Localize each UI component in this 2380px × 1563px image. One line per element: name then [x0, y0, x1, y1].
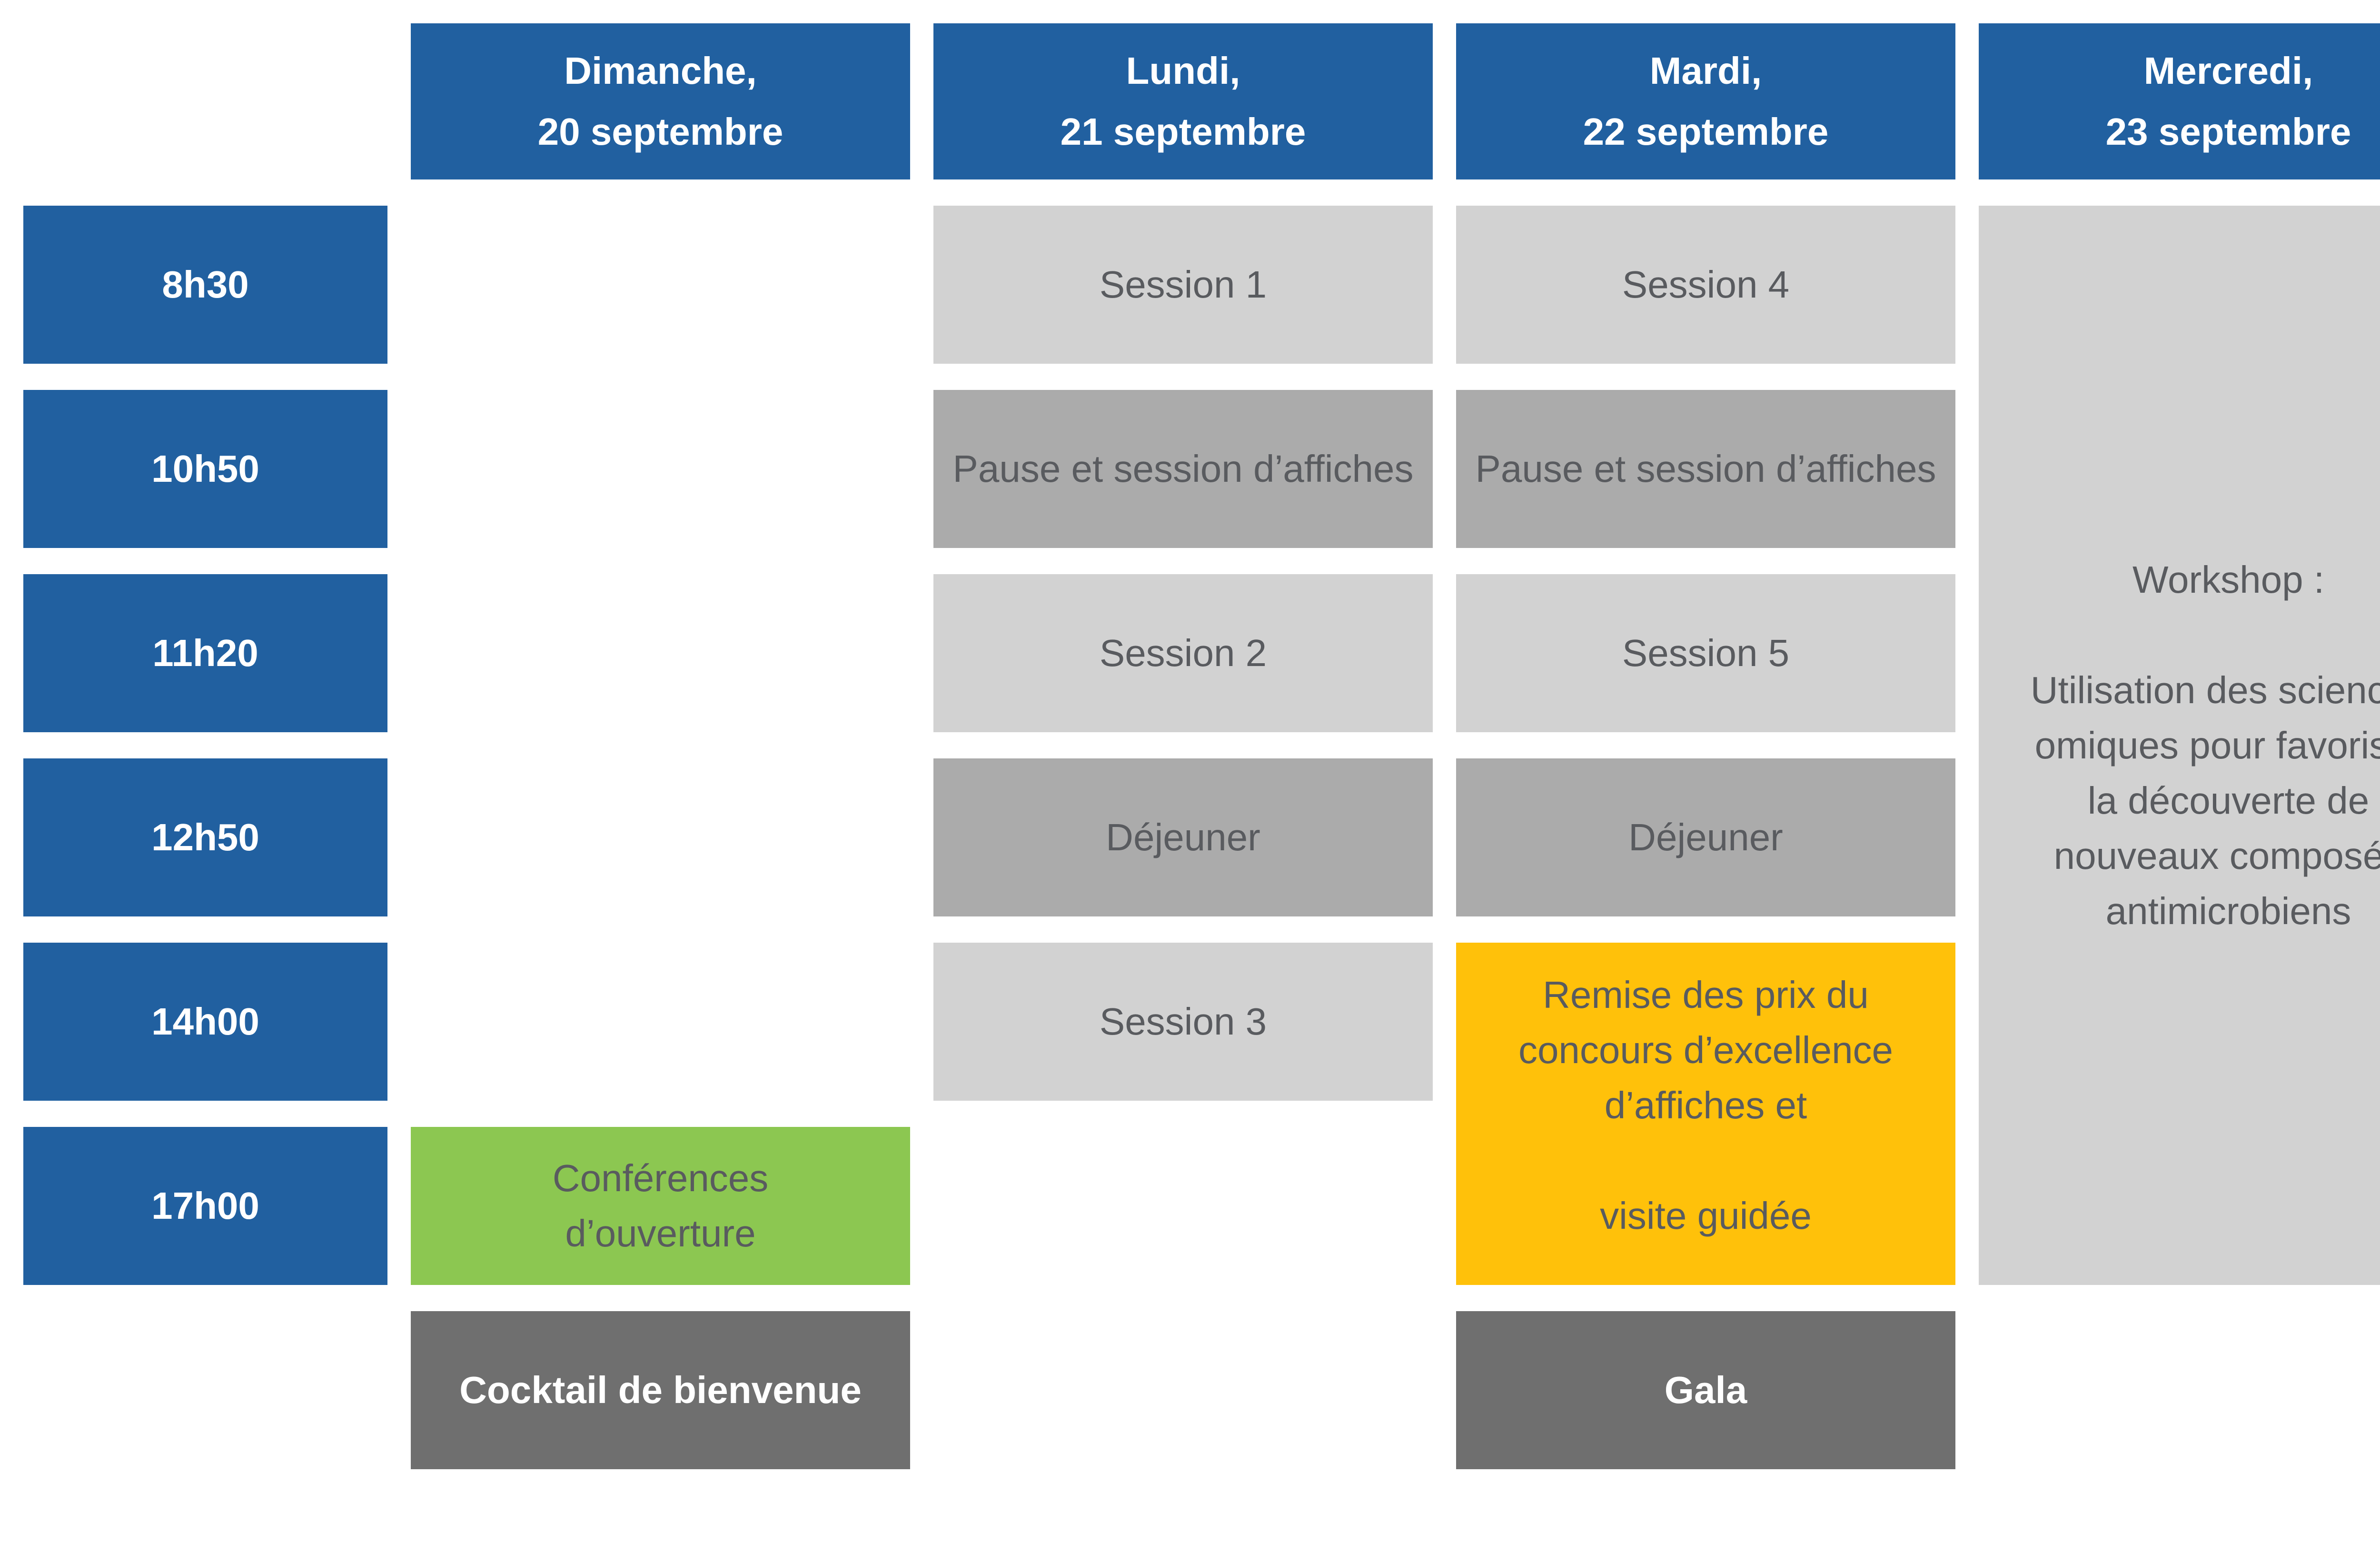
day-header-line2: 23 septembre	[2105, 110, 2351, 153]
day-header-lundi: Lundi, 21 septembre	[933, 23, 1433, 179]
event-label-line1: Conférences	[552, 1157, 769, 1199]
event-label-remise-prix: Remise des prix du concours d’excellence…	[1518, 974, 1894, 1126]
event-pause-affiches-mardi: Pause et session d’affiches	[1456, 390, 1955, 548]
event-label-visite-guidee: visite guidée	[1600, 1195, 1812, 1237]
day-header-line2: 20 septembre	[537, 110, 783, 153]
event-session-1: Session 1	[933, 206, 1433, 364]
day-header-line2: 22 septembre	[1583, 110, 1829, 153]
day-header-mercredi: Mercredi, 23 septembre	[1979, 23, 2380, 179]
event-dejeuner-lundi: Déjeuner	[933, 758, 1433, 916]
day-header-line1: Mardi,	[1649, 50, 1762, 92]
day-header-line1: Lundi,	[1126, 50, 1240, 92]
day-header-dimanche: Dimanche, 20 septembre	[411, 23, 910, 179]
event-gala: Gala	[1456, 1311, 1955, 1469]
schedule-grid: Dimanche, 20 septembre Lundi, 21 septemb…	[23, 23, 2380, 1469]
workshop-description: Utilisation des sciences omiques pour fa…	[2030, 668, 2380, 932]
event-pause-affiches-lundi: Pause et session d’affiches	[933, 390, 1433, 548]
event-session-2: Session 2	[933, 574, 1433, 732]
day-header-line1: Mercredi,	[2143, 50, 2313, 92]
event-session-4: Session 4	[1456, 206, 1955, 364]
day-header-line1: Dimanche,	[564, 50, 757, 92]
time-label-8h30: 8h30	[23, 206, 387, 364]
workshop-title: Workshop :	[2132, 558, 2325, 601]
event-conferences-ouverture: Conférences d’ouverture	[411, 1127, 910, 1285]
event-session-5: Session 5	[1456, 574, 1955, 732]
time-label-10h50: 10h50	[23, 390, 387, 548]
event-session-3: Session 3	[933, 943, 1433, 1101]
event-cocktail-bienvenue: Cocktail de bienvenue	[411, 1311, 910, 1469]
day-header-line2: 21 septembre	[1060, 110, 1306, 153]
event-remise-prix-visite-guidee: Remise des prix du concours d’excellence…	[1456, 943, 1955, 1285]
event-workshop: Workshop : Utilisation des sciences omiq…	[1979, 206, 2380, 1285]
event-dejeuner-mardi: Déjeuner	[1456, 758, 1955, 916]
day-header-mardi: Mardi, 22 septembre	[1456, 23, 1955, 179]
time-label-17h00: 17h00	[23, 1127, 387, 1285]
time-label-11h20: 11h20	[23, 574, 387, 732]
event-label-line2: d’ouverture	[565, 1212, 756, 1254]
time-label-14h00: 14h00	[23, 943, 387, 1101]
time-label-12h50: 12h50	[23, 758, 387, 916]
